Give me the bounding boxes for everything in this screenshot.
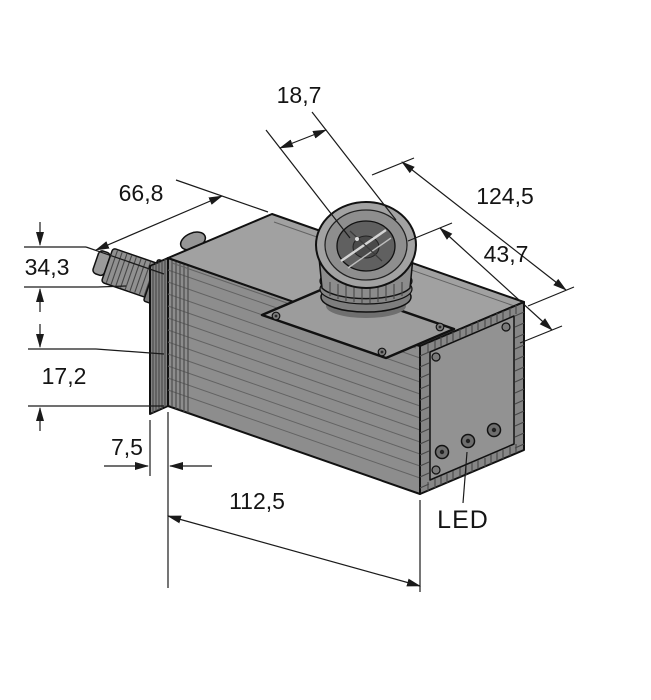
dimension-124-5: 124,5 — [371, 157, 575, 307]
dimension-18-7: 18,7 — [265, 82, 397, 239]
dimension-43-7: 43,7 — [407, 222, 563, 344]
dim-label-18-7: 18,7 — [277, 82, 322, 108]
dim-label-7-5: 7,5 — [111, 434, 143, 460]
dimension-66-8: 66,8 — [85, 179, 269, 275]
dim-label-34-3: 34,3 — [25, 254, 70, 280]
dim-label-17-2: 17,2 — [42, 363, 87, 389]
end-cap-ribs — [152, 259, 166, 413]
left-end-cap — [149, 257, 169, 415]
lens-face — [315, 201, 417, 289]
dim-label-43-7: 43,7 — [484, 241, 529, 267]
dim-label-66-8: 66,8 — [119, 180, 164, 206]
dimension-17-2: 17,2 — [28, 324, 165, 431]
lens-reflections — [340, 229, 387, 262]
dimension-112-5: 112,5 — [167, 488, 421, 592]
dim-label-112-5: 112,5 — [229, 488, 285, 514]
focus-ring-knurling — [329, 282, 403, 303]
led-callout: LED — [437, 451, 489, 534]
led-label: LED — [437, 506, 489, 534]
front-face-left-ribs — [171, 259, 189, 413]
led-indicators — [434, 422, 502, 460]
dimension-34-3: 34,3 — [24, 222, 127, 312]
dim-label-124-5: 124,5 — [476, 183, 534, 209]
